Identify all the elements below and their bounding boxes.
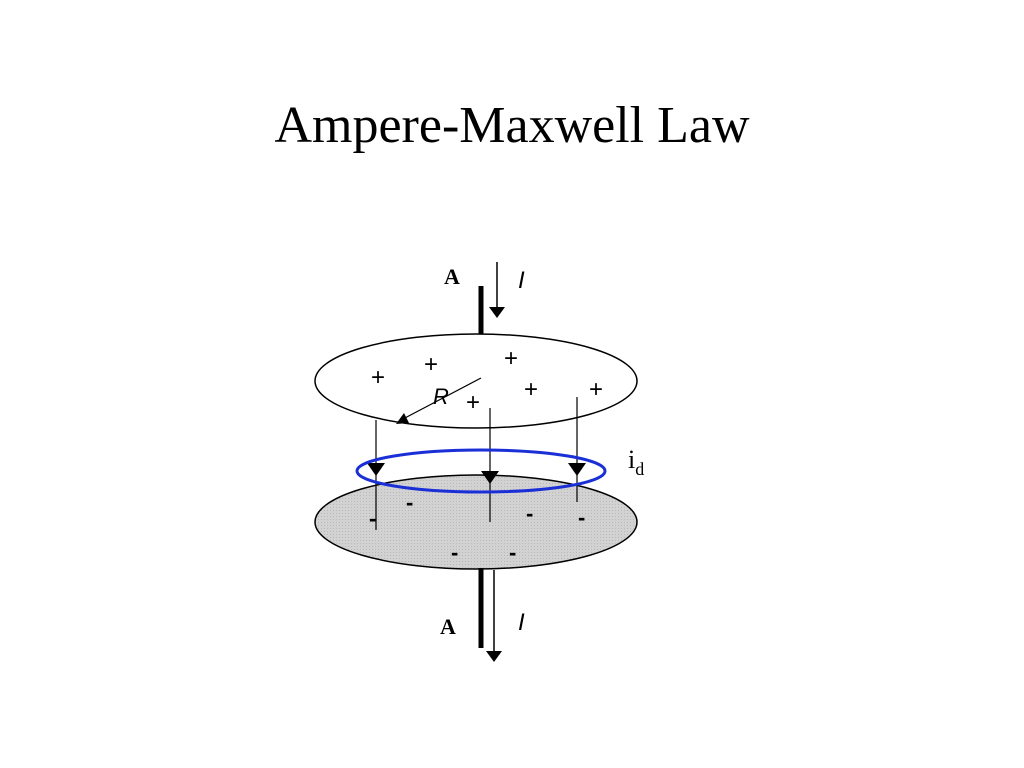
plus-sign: + <box>504 345 518 372</box>
minus-sign: - <box>578 505 585 530</box>
amperian-loop <box>355 448 607 494</box>
radius-symbol: R <box>433 384 449 409</box>
bottom-current-symbol: I <box>518 609 525 636</box>
bottom-wire-label: A <box>440 614 456 639</box>
top-current-symbol: I <box>518 267 525 294</box>
field-arrowhead <box>481 471 499 484</box>
radius-line <box>402 377 482 420</box>
plus-sign: + <box>589 376 603 403</box>
plus-sign: + <box>466 389 480 416</box>
plus-sign: + <box>524 376 538 403</box>
displacement-current-base: i <box>628 445 635 474</box>
minus-sign: - <box>451 540 458 565</box>
bottom-current-arrowhead <box>486 651 502 662</box>
top-current-arrowhead <box>489 307 505 318</box>
radius-arrowhead <box>396 413 409 424</box>
top-wire-label: A <box>444 264 460 289</box>
negative-charges: - - - - - - <box>369 490 585 565</box>
field-arrowhead <box>568 463 586 476</box>
displacement-current-label: id <box>628 445 644 479</box>
minus-sign: - <box>509 540 516 565</box>
plus-sign: + <box>424 351 438 378</box>
minus-sign: - <box>526 501 533 526</box>
minus-sign: - <box>369 506 376 531</box>
field-arrowhead <box>367 463 385 476</box>
slide-title: Ampere-Maxwell Law <box>274 97 750 154</box>
minus-sign: - <box>406 490 413 515</box>
positive-charges: + + + + + + <box>371 345 603 416</box>
field-arrowheads <box>367 463 586 484</box>
bottom-plate <box>314 474 638 570</box>
displacement-current-subscript: d <box>635 459 644 479</box>
plus-sign: + <box>371 364 385 391</box>
